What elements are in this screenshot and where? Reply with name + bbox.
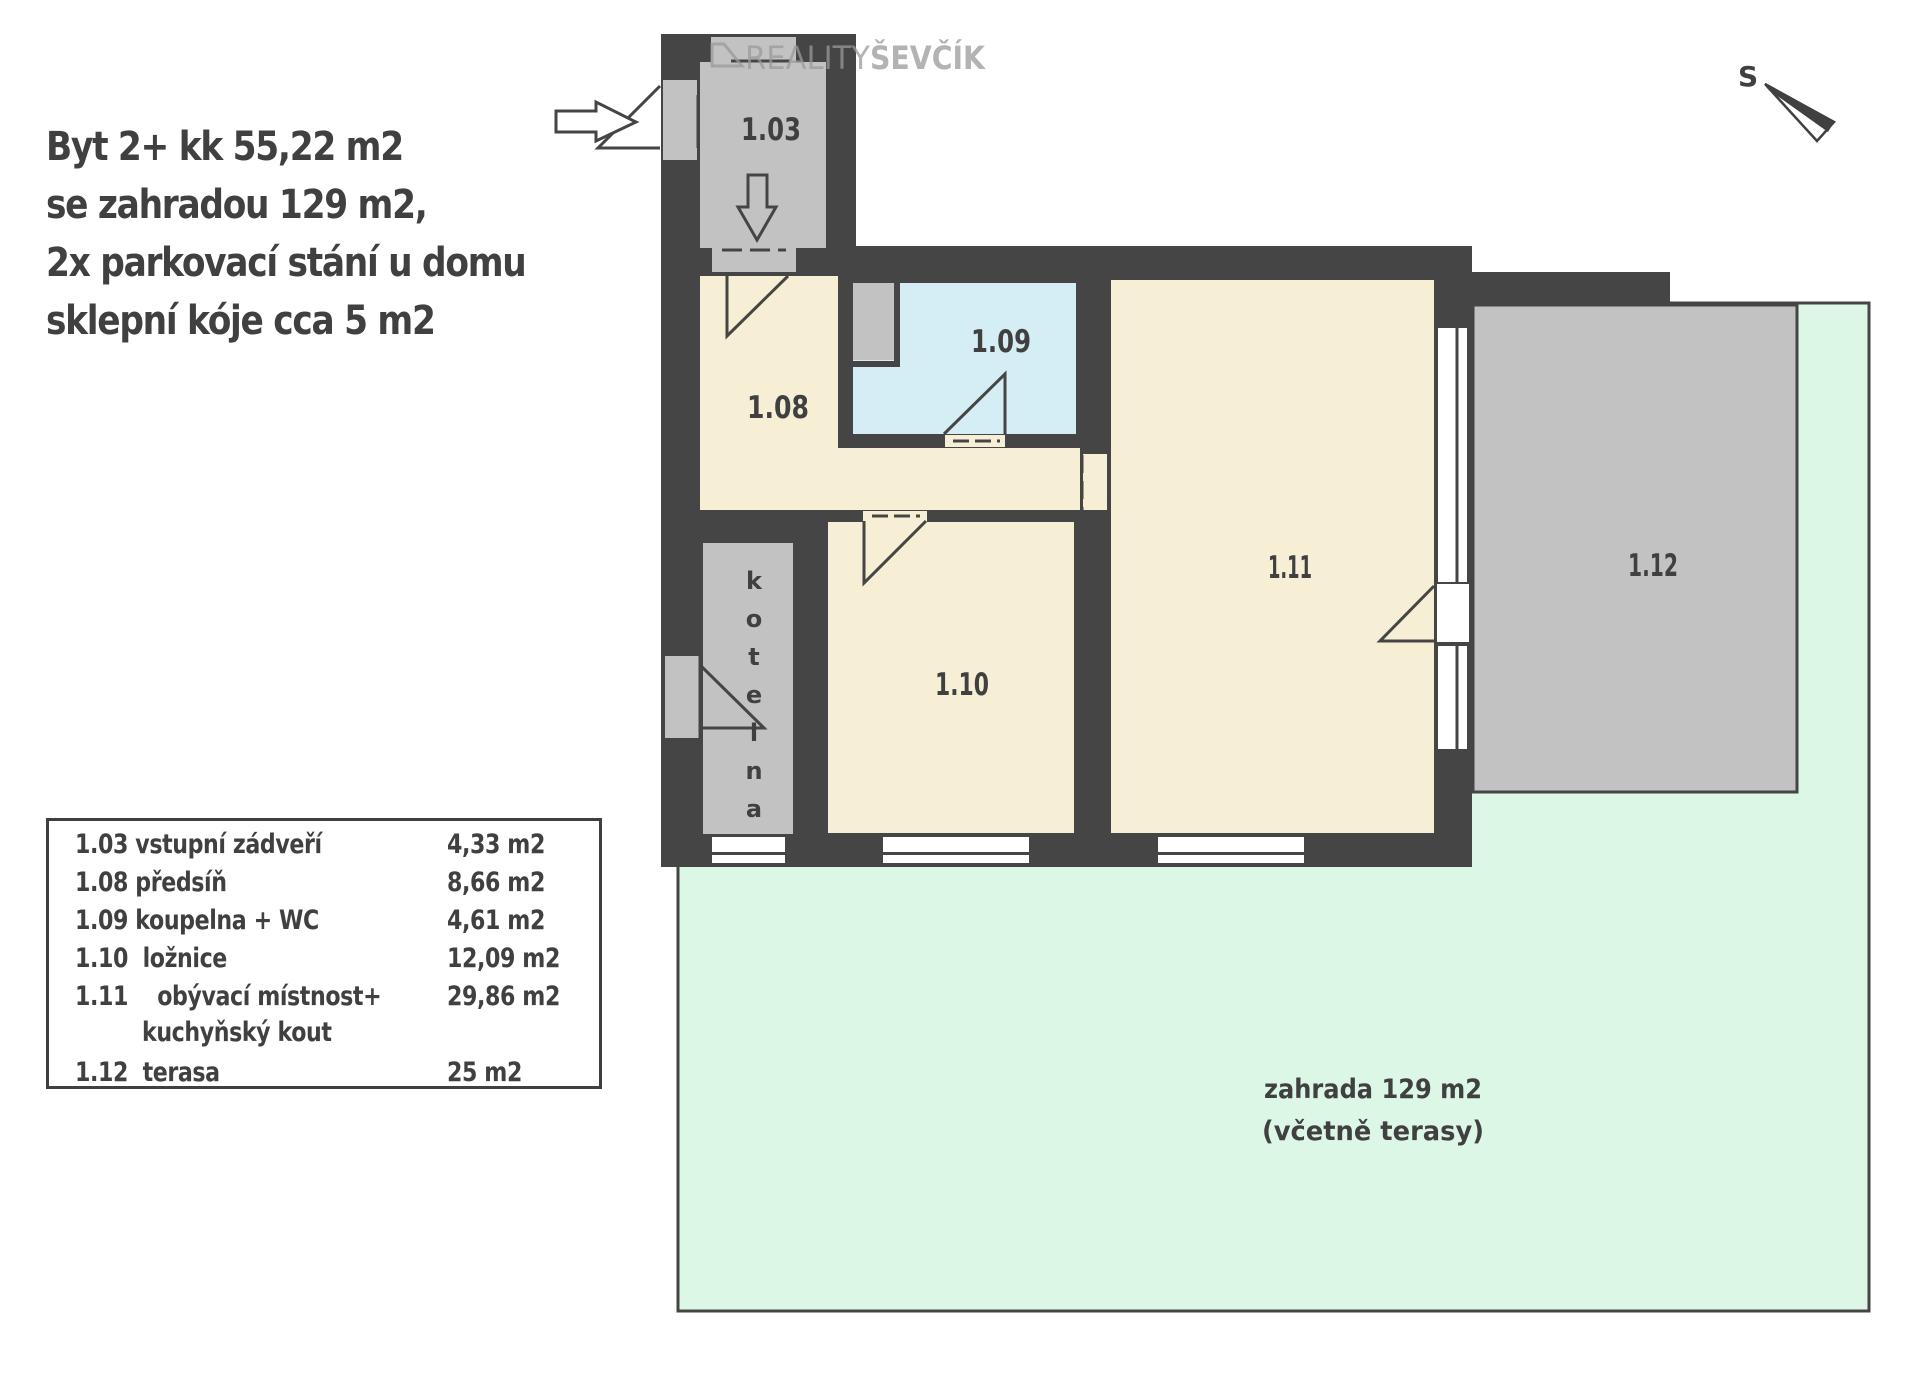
logo-icon [710,42,746,68]
title-line-4: sklepní kóje cca 5 m2 [46,298,436,344]
label-1-11: 1.11 [1268,550,1312,586]
legend-area: 4,33 m2 [447,829,545,860]
legend-row: 1.12 terasa [75,1057,220,1088]
label-1-08: 1.08 [747,390,809,426]
legend-row: 1.09 koupelna + WC [75,905,319,936]
legend-row-continuation: kuchyňský kout [142,1017,332,1048]
label-1-03: 1.03 [741,112,801,148]
legend-area: 25 m2 [447,1057,522,1088]
label-1-10: 1.10 [935,667,989,703]
svg-text:l: l [750,719,758,747]
garden-label: zahrada 129 m2 [1264,1074,1482,1105]
title-line-1: Byt 2+ kk 55,22 m2 [46,124,404,170]
garden-note: (včetně terasy) [1262,1116,1484,1147]
kotelna-label: k o t e l n a [745,567,763,823]
legend-area: 8,66 m2 [447,867,545,898]
watermark: REALITY ŠEVČÍK [710,38,986,77]
entry-arrow-icon [554,99,640,144]
room-1-11 [1111,280,1434,833]
svg-text:k: k [746,567,763,595]
compass-icon: S [1738,60,1836,143]
svg-text:t: t [748,643,759,671]
svg-text:n: n [745,757,762,785]
legend-area: 12,09 m2 [447,943,560,974]
room-1-08 [700,276,1080,510]
legend-row: 1.08 předsíň [75,867,227,898]
room-1-12-terrace [1471,303,1799,794]
down-arrow-icon [735,173,779,244]
legend-area: 29,86 m2 [447,981,560,1012]
terrace-door[interactable] [1435,582,1471,644]
title-line-3: 2x parkovací stání u domu [46,240,527,286]
listing-title: Byt 2+ kk 55,22 m2 se zahradou 129 m2, 2… [46,118,527,350]
svg-text:a: a [746,795,762,823]
legend-row: 1.11 obývací místnost+ [75,981,382,1012]
svg-text:o: o [746,605,763,633]
legend-row: 1.10 ložnice [75,943,227,974]
room-1-03 [700,62,826,248]
legend-area: 4,61 m2 [447,905,545,936]
entry-door[interactable] [663,80,697,160]
svg-text:ŠEVČÍK: ŠEVČÍK [870,38,986,77]
svg-text:S: S [1738,60,1758,93]
boiler-room [703,543,793,834]
room-1-10 [828,522,1074,833]
windows [712,837,1304,863]
svg-text:e: e [746,681,762,709]
label-1-09: 1.09 [971,324,1031,360]
door-1-03-1-08[interactable] [712,248,796,272]
svg-text:REALITY: REALITY [745,39,870,77]
legend-row: 1.03 vstupní zádveří [75,829,322,860]
label-1-12: 1.12 [1628,548,1678,584]
title-line-2: se zahradou 129 m2, [46,182,428,228]
area-legend: 1.03 vstupní zádveří 4,33 m2 1.08 předsí… [46,818,602,1089]
